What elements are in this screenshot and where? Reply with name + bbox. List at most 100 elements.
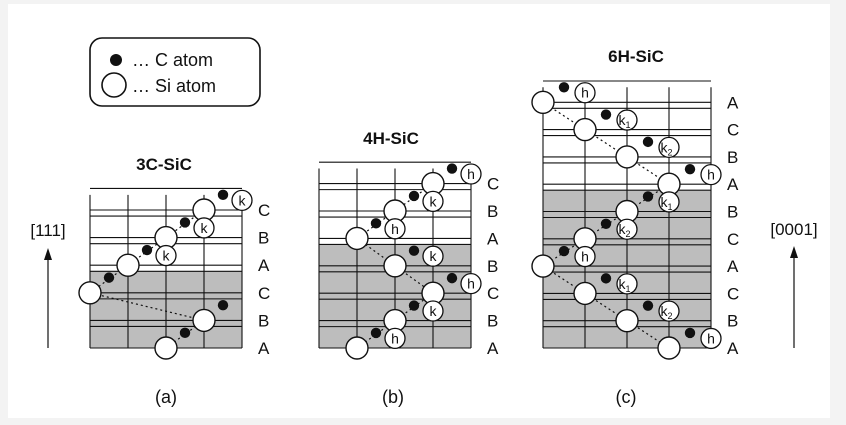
stacking-label: A bbox=[487, 229, 499, 248]
site-marker bbox=[193, 217, 215, 239]
site-label-subscript: 1 bbox=[625, 284, 630, 294]
site-marker bbox=[700, 327, 722, 350]
site-marker bbox=[574, 245, 596, 268]
site-marker bbox=[658, 191, 680, 213]
stacking-label: C bbox=[258, 201, 270, 220]
site-label: k bbox=[430, 303, 438, 319]
stacking-label: B bbox=[727, 203, 738, 222]
right-axis: [0001] bbox=[770, 220, 818, 348]
panel-caption: (b) bbox=[382, 387, 404, 407]
site-label: k bbox=[430, 193, 438, 209]
si-atom-icon bbox=[573, 117, 597, 142]
c-atom-icon bbox=[642, 191, 654, 202]
c-atom-icon bbox=[446, 272, 458, 284]
site-label: h bbox=[467, 166, 475, 182]
stacking-label: A bbox=[258, 339, 270, 358]
site-marker bbox=[616, 218, 638, 240]
site-label-subscript: 1 bbox=[667, 202, 672, 212]
c-atom-icon bbox=[370, 218, 382, 229]
legend-c-atom-label: … C atom bbox=[132, 50, 213, 70]
legend: … C atom … Si atom bbox=[89, 37, 261, 107]
c-atom-icon bbox=[600, 273, 612, 284]
c-atom-icon bbox=[141, 244, 153, 256]
stacking-label: B bbox=[727, 312, 738, 331]
site-label: h bbox=[581, 249, 589, 265]
site-label: h bbox=[707, 330, 715, 346]
c-atom-icon bbox=[179, 217, 191, 228]
stacking-label: B bbox=[487, 257, 498, 276]
si-atom-icon bbox=[615, 145, 639, 169]
site-label-subscript: 2 bbox=[667, 147, 672, 157]
stacking-label: A bbox=[487, 339, 499, 358]
site-marker bbox=[384, 218, 406, 240]
legend-box bbox=[89, 37, 261, 107]
sic-polytype-diagram: … C atom … Si atom [111] [0001] 3C-SiC A… bbox=[30, 37, 818, 407]
site-label-subscript: 2 bbox=[625, 229, 630, 239]
stacking-label: A bbox=[258, 256, 270, 275]
si-atom-icon bbox=[154, 336, 178, 360]
site-marker bbox=[384, 327, 406, 350]
stacking-label: B bbox=[487, 312, 498, 331]
site-marker bbox=[700, 163, 722, 186]
si-atom-icon bbox=[531, 90, 555, 115]
c-atom-icon bbox=[446, 163, 458, 174]
site-marker bbox=[658, 136, 680, 158]
si-atom-icon bbox=[531, 254, 555, 278]
si-atom-icon bbox=[192, 308, 216, 333]
left-axis-label: [111] bbox=[30, 221, 65, 240]
c-atom-icon bbox=[179, 327, 191, 339]
c-atom-icon bbox=[408, 245, 420, 256]
site-marker bbox=[422, 245, 444, 267]
c-atom-icon bbox=[408, 190, 420, 202]
site-label: h bbox=[391, 221, 399, 237]
left-axis: [111] bbox=[30, 221, 66, 348]
site-label-subscript: 1 bbox=[625, 120, 630, 130]
si-atom-icon bbox=[116, 253, 140, 277]
c-atom-icon bbox=[217, 300, 229, 311]
panel-caption: (c) bbox=[616, 387, 637, 407]
site-label: h bbox=[707, 167, 715, 183]
legend-si-atom-label: … Si atom bbox=[132, 76, 216, 96]
stacking-label: A bbox=[727, 257, 739, 276]
si-atom-icon bbox=[345, 336, 369, 360]
site-label: k bbox=[430, 248, 438, 264]
c-atom-icon bbox=[684, 327, 696, 339]
stacking-label: C bbox=[727, 121, 739, 140]
site-marker bbox=[460, 163, 482, 185]
site-marker bbox=[574, 82, 596, 104]
c-atom-icon bbox=[408, 300, 420, 311]
site-marker bbox=[616, 273, 638, 295]
stacking-label: B bbox=[258, 311, 269, 330]
stacking-label: B bbox=[487, 202, 498, 221]
si-atom-icon bbox=[573, 281, 597, 306]
site-marker bbox=[460, 272, 482, 295]
legend-c-atom-icon bbox=[110, 54, 122, 66]
stacking-label: A bbox=[727, 93, 739, 112]
si-atom-icon bbox=[657, 336, 681, 360]
c-atom-icon bbox=[600, 218, 612, 229]
legend-si-atom-icon bbox=[101, 72, 127, 98]
stacking-label: A bbox=[727, 339, 739, 358]
stacking-label: A bbox=[727, 175, 739, 194]
si-atom-icon bbox=[615, 309, 639, 333]
c-atom-icon bbox=[370, 327, 382, 339]
stacking-label: C bbox=[258, 284, 270, 303]
panel-title: 6H-SiC bbox=[608, 47, 664, 66]
panel-title: 4H-SiC bbox=[363, 129, 419, 148]
site-label: k bbox=[201, 220, 209, 236]
site-label: h bbox=[581, 85, 589, 101]
c-atom-icon bbox=[558, 82, 570, 93]
left-axis-arrowhead-icon bbox=[44, 248, 52, 260]
site-marker bbox=[422, 190, 444, 213]
site-label-subscript: 2 bbox=[667, 311, 672, 321]
si-atom-icon bbox=[383, 254, 407, 278]
c-atom-icon bbox=[684, 163, 696, 175]
site-label: h bbox=[391, 330, 399, 346]
right-axis-arrowhead-icon bbox=[790, 246, 798, 258]
c-atom-icon bbox=[558, 245, 570, 257]
